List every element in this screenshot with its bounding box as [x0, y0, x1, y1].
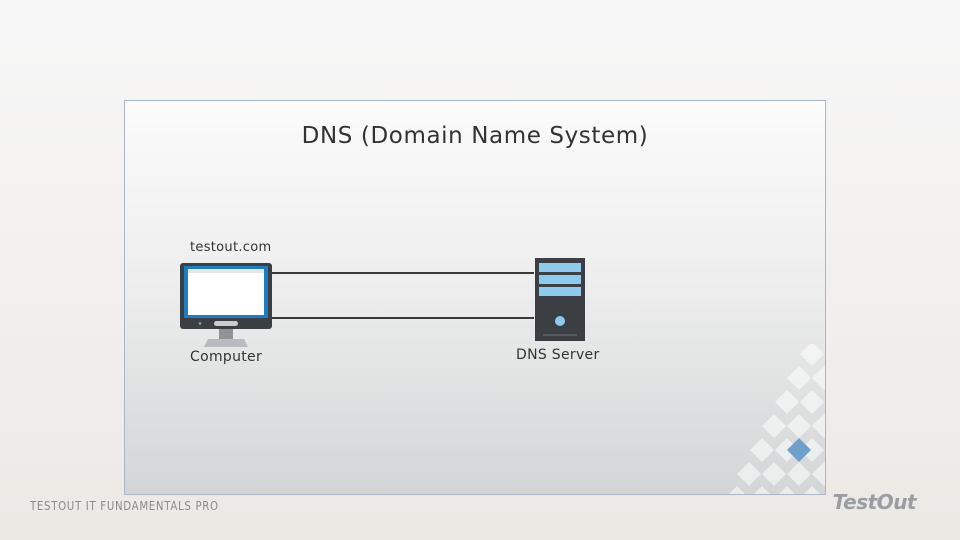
- dns-server-label: DNS Server: [516, 347, 600, 363]
- testout-logo: TestOut: [832, 490, 917, 514]
- computer-icon: [180, 263, 272, 347]
- decorative-diamond-pattern: [729, 344, 825, 494]
- slide-title: DNS (Domain Name System): [301, 123, 649, 149]
- dns-server-icon: [535, 258, 585, 341]
- url-label: testout.com: [190, 240, 272, 255]
- computer-label: Computer: [190, 349, 262, 365]
- diagram-slide: DNS (Domain Name System) testout.com Com…: [124, 100, 826, 495]
- connection-line-upper: [271, 272, 534, 274]
- course-title: TESTOUT IT FUNDAMENTALS PRO: [30, 499, 219, 513]
- connection-line-lower: [271, 317, 534, 319]
